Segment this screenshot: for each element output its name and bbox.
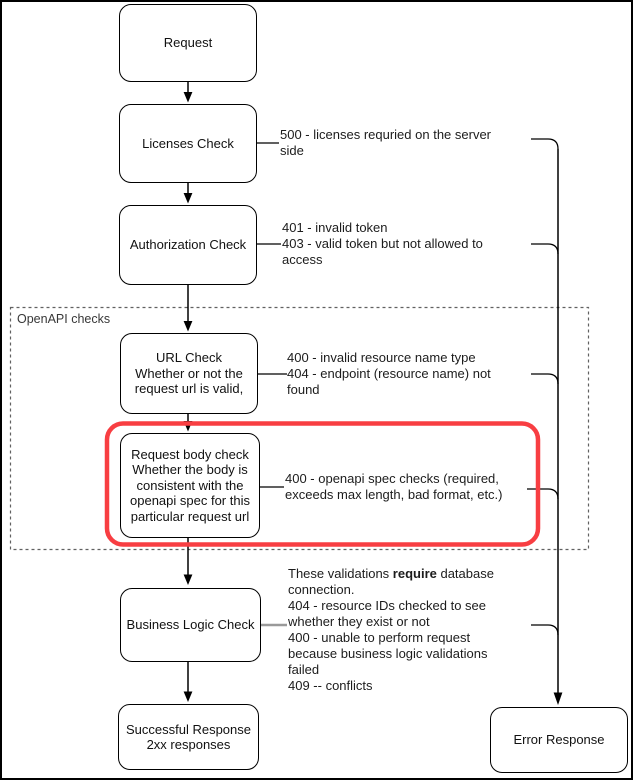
join-urlcheck	[531, 373, 559, 385]
annotation-line: exceeds max length, bad format, etc.)	[285, 487, 503, 502]
node-label-line: Successful Response	[125, 721, 251, 737]
node-label-line: Authorization Check	[129, 237, 247, 253]
annotation-text: database	[436, 566, 494, 581]
node-url-check: URL Check Whether or not the request url…	[120, 333, 258, 414]
node-label-line: Request body check	[131, 446, 249, 462]
node-label-line: Error Response	[513, 732, 605, 748]
join-business	[531, 624, 559, 636]
annotation-authorization: 401 - invalid token 403 - valid token bu…	[282, 220, 483, 268]
node-request-body-check: Request body check Whether the body is c…	[120, 433, 260, 538]
annotation-line: side	[280, 143, 304, 158]
node-label-line: Whether the body is	[132, 462, 248, 478]
node-label-line: 2xx responses	[146, 737, 231, 752]
annotation-request-body: 400 - openapi spec checks (required, exc…	[285, 471, 503, 503]
node-label-line: Licenses Check	[142, 135, 234, 151]
annotation-line: 401 - invalid token	[282, 220, 388, 235]
node-error-response: Error Response	[490, 707, 628, 773]
annotation-line: 400 - unable to perform request	[288, 630, 471, 645]
openapi-checks-label: OpenAPI checks	[17, 312, 111, 326]
arrowhead	[183, 193, 193, 204]
node-label-line: request url is valid,	[134, 381, 244, 397]
arrowhead	[183, 92, 193, 103]
node-licenses-check: Licenses Check	[119, 104, 257, 183]
node-label-line: Business Logic Check	[126, 617, 255, 633]
highlight-red-outline	[104, 421, 541, 547]
node-request: Request	[119, 4, 257, 82]
annotation-licenses: 500 - licenses requried on the server si…	[280, 127, 491, 159]
arrowhead	[183, 691, 193, 702]
annotation-line: 404 - resource IDs checked to see	[288, 598, 486, 613]
annotation-line: 409 -- conflicts	[288, 678, 373, 693]
node-label-line: Request	[163, 35, 213, 51]
node-label-line: URL Check	[156, 350, 222, 366]
join-requestbody	[527, 488, 559, 500]
annotation-line: whether they exist or not	[288, 614, 430, 629]
arrowhead	[183, 321, 193, 332]
node-label-line: particular request url	[130, 508, 250, 524]
annotation-line: 500 - licenses requried on the server	[280, 127, 492, 142]
node-label-line: openapi spec for this	[130, 493, 250, 509]
annotation-text: These validations	[288, 566, 393, 581]
node-label-line: consistent with the	[136, 477, 244, 493]
annotation-line: because business logic validations	[288, 646, 488, 661]
annotation-line: failed	[288, 662, 320, 677]
node-label-line: Whether or not the	[135, 365, 243, 381]
annotation-line: connection.	[288, 582, 355, 597]
annotation-line: found	[287, 382, 320, 397]
annotation-text-bold: require	[392, 566, 437, 581]
join-authorization	[531, 243, 559, 255]
node-business-logic-check: Business Logic Check	[120, 588, 261, 662]
annotation-line: 400 - openapi spec checks (required,	[285, 471, 499, 486]
annotation-line: 404 - endpoint (resource name) not	[287, 366, 491, 381]
arrowhead	[553, 692, 563, 705]
node-successful-response: Successful Response 2xx responses	[118, 704, 259, 770]
arrowhead	[183, 574, 193, 585]
join-licenses	[531, 138, 559, 150]
annotation-line: 400 - invalid resource name type	[287, 350, 476, 365]
annotation-line: These validations require database	[288, 566, 494, 582]
annotation-line: 403 - valid token but not allowed to	[282, 236, 483, 251]
openapi-checks-container-outline	[9, 306, 590, 551]
annotation-stubs	[257, 142, 287, 488]
annotation-line: access	[282, 252, 323, 267]
node-authorization-check: Authorization Check	[119, 205, 257, 285]
annotation-url-check: 400 - invalid resource name type 404 - e…	[287, 350, 491, 398]
annotation-business: These validations require database conne…	[288, 566, 494, 694]
collector-joins	[527, 138, 559, 636]
